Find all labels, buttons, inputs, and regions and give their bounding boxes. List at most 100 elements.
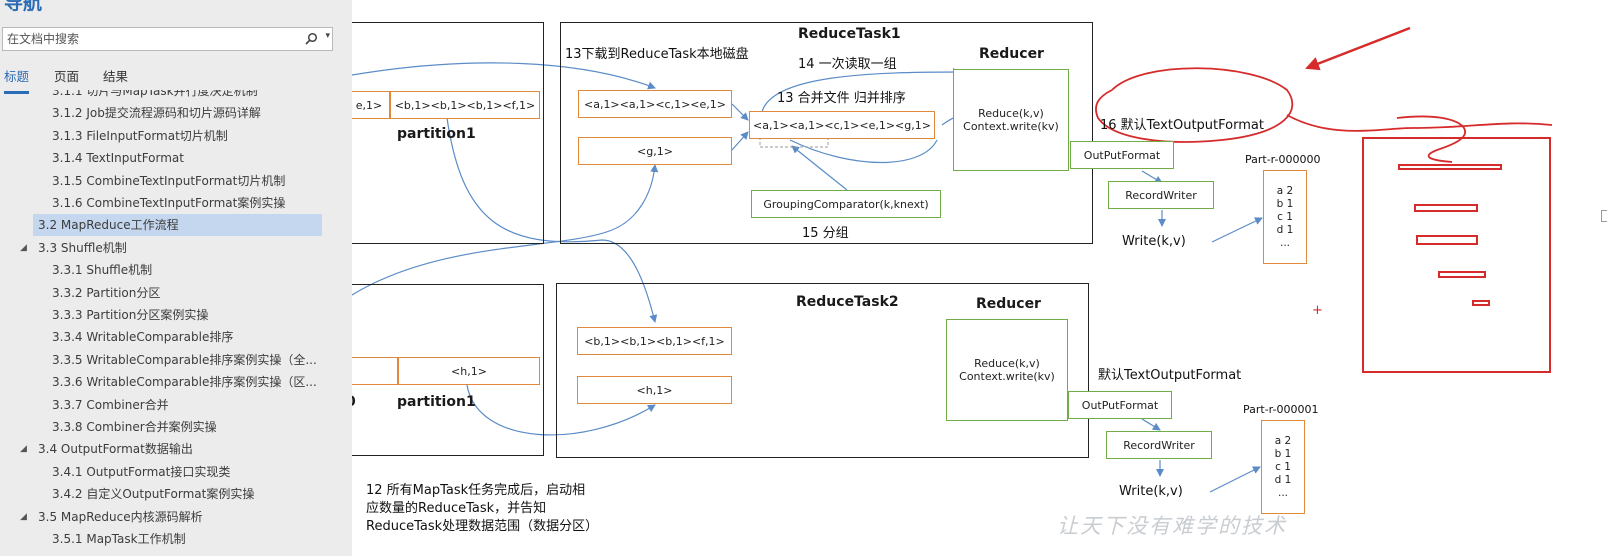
map2-cell-blank [352, 357, 398, 385]
step14-read-label: 14 一次读取一组 [798, 57, 897, 72]
heading-level2-item[interactable]: 3.4.2 自定义OutputFormat案例实操 [52, 483, 340, 505]
heading-level2-item[interactable]: 3.3.8 Combiner合并案例实操 [52, 416, 340, 438]
rt2-cell-bbbf: <b,1><b,1><b,1><f,1> [577, 327, 732, 355]
heading-level2-item[interactable]: 3.3.1 Shuffle机制 [52, 259, 340, 281]
heading-level1-item[interactable]: 3.4 OutputFormat数据输出 [38, 438, 340, 460]
heading-level2-item[interactable]: 3.3.4 WritableComparable排序 [52, 326, 340, 348]
heading-level1-item[interactable]: 3.5 MapReduce内核源码解析 [38, 506, 340, 528]
step12-line: ReduceTask处理数据范围（数据分区） [366, 519, 599, 534]
map2-partition-label: partition1 [397, 394, 476, 410]
reducetask1-container [560, 22, 1093, 244]
heading-level2-item[interactable]: 3.1.4 TextInputFormat [52, 147, 340, 169]
step12-line: 应数量的ReduceTask，并告知 [366, 501, 547, 516]
outputformat2-box: OutPutFormat [1068, 391, 1172, 419]
heading-level2-item[interactable]: 3.3.5 WritableComparable排序案例实操（全... [52, 349, 340, 371]
step13-download-label: 13下载到ReduceTask本地磁盘 [565, 47, 749, 62]
reducer1-context-write: Context.write(kv) [963, 120, 1059, 133]
heading-label: 3.4 OutputFormat数据输出 [38, 442, 193, 457]
heading-label: 3.3.3 Partition分区案例实操 [52, 308, 209, 322]
flow-arrow [731, 131, 749, 151]
heading-level2-item[interactable]: 3.3.7 Combiner合并 [52, 394, 340, 416]
map1-cell-bbf: <b,1><b,1><b,1><f,1> [390, 91, 540, 119]
nav-tabs: 标题 页面 结果 [0, 68, 352, 94]
heading-level2-item[interactable]: 3.3.2 Partition分区 [52, 282, 340, 304]
red-annotation-bar [1472, 300, 1490, 306]
maptask1-container [352, 22, 544, 244]
collapse-arrow-icon[interactable]: ◢ [20, 444, 27, 455]
heading-label: 3.3 Shuffle机制 [38, 240, 127, 255]
part1-line: ... [1277, 486, 1288, 499]
flow-arrow [352, 62, 656, 90]
heading-level1-item[interactable]: 3.3 Shuffle机制 [38, 237, 340, 259]
tab-pages[interactable]: 页面 [54, 69, 80, 84]
heading-label: 3.4.1 OutputFormat接口实现类 [52, 464, 231, 479]
heading-level2-item[interactable]: 3.1.3 FileInputFormat切片机制 [52, 125, 340, 147]
outputformat1-box: OutPutFormat [1070, 141, 1174, 169]
reducer2-title: Reducer [976, 296, 1041, 312]
heading-level2-item[interactable]: 3.1.2 Job提交流程源码和切片源码详解 [52, 102, 340, 124]
heading-label: 3.3.1 Shuffle机制 [52, 263, 153, 278]
connector-layer [352, 26, 1553, 493]
heading-label: 3.1.1 切片与MapTask并行度决定机制 [52, 90, 258, 98]
flow-arrow [466, 384, 656, 436]
search-input[interactable] [7, 30, 297, 48]
part0-filename: Part-r-000000 [1245, 153, 1321, 166]
heading-label: 3.1.2 Job提交流程源码和切片源码详解 [52, 106, 261, 121]
flow-arrow [1209, 466, 1261, 493]
red-annotation-bar [1414, 204, 1478, 212]
nav-title: 导航 [4, 0, 43, 14]
step15-group-label: 15 分组 [802, 226, 849, 241]
heading-level2-item[interactable]: 3.4.1 OutputFormat接口实现类 [52, 461, 340, 483]
part0-line: b 1 [1276, 197, 1294, 210]
red-annotation-squiggle [1396, 115, 1467, 163]
part1-filename: Part-r-000001 [1243, 403, 1319, 416]
heading-level2-item[interactable]: 3.1.1 切片与MapTask并行度决定机制 [52, 90, 340, 102]
heading-label: 3.5 MapReduce内核源码解析 [38, 509, 203, 524]
tab-results[interactable]: 结果 [103, 69, 129, 84]
recordwriter1-box: RecordWriter [1108, 181, 1214, 209]
flow-arrow [761, 68, 961, 113]
heading-label: 3.1.3 FileInputFormat切片机制 [52, 128, 228, 143]
collapse-arrow-icon[interactable]: ◢ [20, 511, 27, 522]
heading-level2-item[interactable]: 3.3.6 WritableComparable排序案例实操（区... [52, 371, 340, 393]
navigation-pane: 导航 ▾ 标题 页面 结果 3.1.1 切片与MapTask并行度决定机制3.1… [0, 0, 352, 556]
part1-line: a 2 [1274, 434, 1292, 447]
heading-level2-item[interactable]: 3.3.3 Partition分区案例实操 [52, 304, 340, 326]
heading-level2-item[interactable]: 3.5.1 MapTask工作机制 [52, 528, 340, 550]
flow-arrow [731, 103, 749, 121]
rt1-merged-cell: <a,1><a,1><c,1><e,1><g,1> [749, 111, 935, 139]
heading-list: 3.1.1 切片与MapTask并行度决定机制 3.1.2 Job提交流程源码和切… [0, 90, 352, 556]
part0-file-box: a 2 b 1 c 1 d 1 ... [1263, 170, 1307, 264]
heading-label: 3.2 MapReduce工作流程 [38, 218, 179, 233]
reducer2-reduce-call: Reduce(k,v) [974, 357, 1040, 370]
flow-arrow [789, 139, 938, 164]
heading-label: 3.5.1 MapTask工作机制 [52, 532, 186, 546]
rt1-cell-aace: <a,1><a,1><c,1><e,1> [578, 90, 732, 118]
heading-label: 3.3.7 Combiner合并 [52, 397, 169, 412]
heading-label: 3.1.6 CombineTextInputFormat案例实操 [52, 196, 286, 210]
heading-level1-item[interactable]: 3.2 MapReduce工作流程 [33, 214, 322, 237]
flow-arrow [352, 164, 659, 296]
default-output-label: 默认TextOutputFormat [1098, 368, 1242, 383]
scroll-edge-handle[interactable] [1601, 210, 1607, 222]
rt2-cell-h: <h,1> [577, 376, 732, 404]
heading-label: 3.3.8 Combiner合并案例实操 [52, 420, 217, 434]
heading-level2-item[interactable]: 3.1.5 CombineTextInputFormat切片机制 [52, 170, 340, 192]
reducetask1-title: ReduceTask1 [798, 26, 901, 42]
map1-cell-e: e,1> [352, 91, 390, 119]
flow-arrow [446, 117, 658, 323]
reducetask2-container [556, 283, 1089, 458]
search-box[interactable]: ▾ [2, 27, 333, 51]
tab-headings[interactable]: 标题 [4, 68, 30, 94]
heading-label: 3.3.5 WritableComparable排序案例实操（全... [52, 352, 317, 367]
flow-arrow [791, 145, 848, 191]
part0-line: ... [1279, 236, 1290, 249]
collapse-arrow-icon[interactable]: ◢ [20, 242, 27, 253]
heading-label: 3.4.2 自定义OutputFormat案例实操 [52, 487, 255, 502]
part0-line: a 2 [1276, 184, 1294, 197]
search-options-chevron-icon[interactable]: ▾ [325, 31, 330, 41]
reducer1-title: Reducer [979, 46, 1044, 62]
heading-level2-item[interactable]: 3.1.6 CombineTextInputFormat案例实操 [52, 192, 340, 214]
search-icon[interactable] [304, 32, 318, 46]
map2-zero-label: 0 [352, 394, 356, 410]
